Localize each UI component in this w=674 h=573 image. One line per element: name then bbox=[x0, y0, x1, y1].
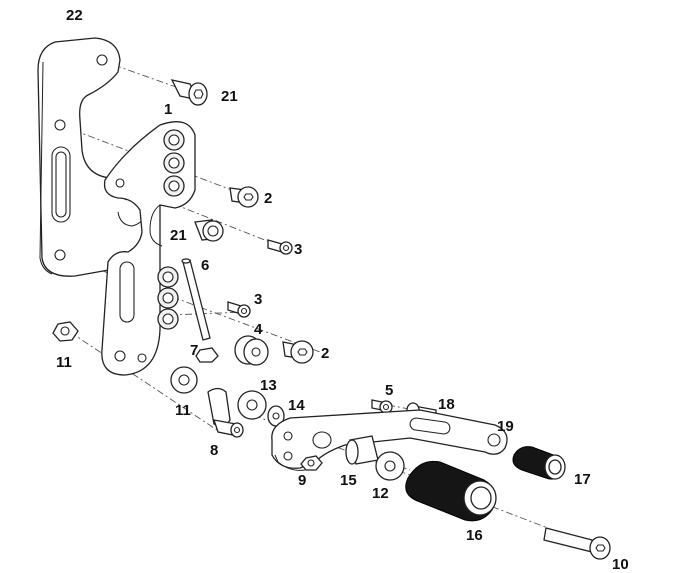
footpeg-part-15 bbox=[405, 460, 497, 522]
callout-3-upper: 3 bbox=[294, 241, 302, 258]
callout-17: 17 bbox=[574, 471, 591, 488]
callout-18: 18 bbox=[438, 396, 455, 413]
callout-2-upper: 2 bbox=[264, 190, 272, 207]
callout-10: 11 bbox=[56, 354, 72, 371]
small-screw-part-3-upper bbox=[267, 239, 293, 255]
spacer-part-4 bbox=[234, 335, 269, 366]
shoulder-screw-part-2-upper bbox=[229, 186, 259, 208]
callout-7: 7 bbox=[190, 342, 198, 359]
callout-21-lower: 21 bbox=[170, 227, 187, 244]
bushing-part-21-lower bbox=[194, 219, 224, 242]
lever-arm bbox=[271, 409, 508, 471]
callout-4: 4 bbox=[254, 321, 263, 338]
bolt-part-16 bbox=[543, 527, 611, 560]
callout-9: 9 bbox=[298, 472, 306, 489]
callout-22: 22 bbox=[66, 7, 83, 24]
part-callouts: 22 21 1 2 21 3 6 3 4 7 2 11 11 13 5 14 1… bbox=[56, 7, 629, 573]
washer-part-11-left bbox=[170, 366, 198, 394]
footpeg-part-17 bbox=[512, 446, 566, 480]
shoulder-screw-part-2-lower bbox=[282, 340, 314, 364]
side-plate-part-22 bbox=[37, 37, 157, 277]
nut-part-7 bbox=[195, 347, 219, 363]
callout-15: 16 bbox=[466, 527, 483, 544]
callout-11-left: 11 bbox=[175, 402, 191, 419]
hex-nut-part-10 bbox=[52, 321, 79, 342]
washer-part-11-right bbox=[375, 451, 405, 481]
spacer-part-12 bbox=[237, 390, 267, 420]
callout-14: 15 bbox=[340, 472, 357, 489]
nut-part-9 bbox=[300, 455, 323, 471]
callout-6: 6 bbox=[201, 257, 209, 274]
small-screw-part-3-lower bbox=[227, 301, 251, 318]
callout-1: 1 bbox=[164, 101, 172, 118]
callout-11-right: 12 bbox=[372, 485, 389, 502]
callout-19: 19 bbox=[497, 418, 514, 435]
bushing-part-14 bbox=[345, 435, 379, 465]
callout-16: 10 bbox=[612, 556, 629, 573]
callout-3-lower: 3 bbox=[254, 291, 262, 308]
callout-12: 13 bbox=[260, 377, 277, 394]
callout-8: 8 bbox=[210, 442, 218, 459]
rod-end-part-8 bbox=[207, 387, 244, 438]
callout-21-upper: 21 bbox=[221, 88, 238, 105]
small-screw-part-5 bbox=[371, 399, 393, 414]
callout-13: 14 bbox=[288, 397, 305, 414]
mounting-bracket-part-1 bbox=[101, 121, 196, 376]
pin-part-6 bbox=[181, 258, 211, 341]
callout-2-lower: 2 bbox=[321, 345, 329, 362]
cap-screw-part-21-upper bbox=[170, 79, 208, 106]
callout-5: 5 bbox=[385, 382, 393, 399]
